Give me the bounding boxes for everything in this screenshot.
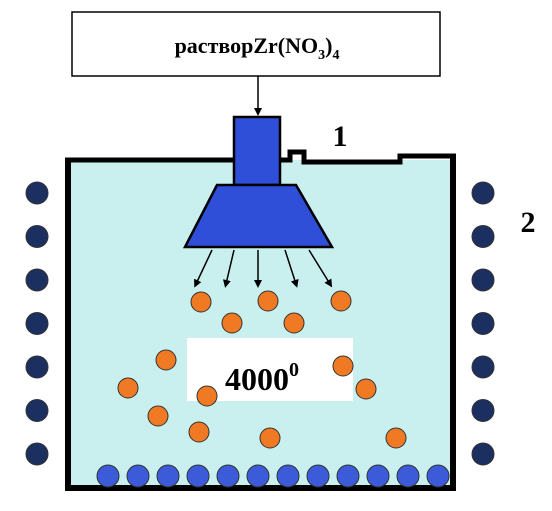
- droplet-icon: [283, 312, 305, 334]
- heater-coil-icon: [25, 181, 49, 205]
- droplet-icon: [221, 312, 243, 334]
- droplet-icon: [257, 290, 279, 312]
- droplet-icon: [259, 427, 281, 449]
- droplet-icon: [330, 290, 352, 312]
- heater-number-label: 2: [521, 206, 536, 239]
- droplet-icon: [188, 421, 210, 443]
- solution-label-box: растворZr(NO3)4: [71, 11, 441, 77]
- droplets: [117, 290, 407, 449]
- heater-coil-icon: [25, 225, 49, 248]
- particle-icon: [156, 464, 180, 488]
- spray-arrow-icon: [284, 249, 299, 288]
- spray-arrow-icon: [308, 249, 333, 288]
- solution-formula: Zr(NO: [253, 33, 318, 58]
- solution-box-frame: [71, 11, 441, 77]
- heater-coil-icon: [471, 355, 495, 379]
- spray-arrows: [194, 249, 333, 288]
- heater-coil-icon: [25, 442, 49, 466]
- heater-coil-icon: [25, 312, 49, 335]
- nozzle-stem: [232, 115, 282, 187]
- heater-coil-icon: [471, 181, 495, 205]
- formula-close-paren: ): [325, 33, 332, 58]
- heater-coil-icon: [471, 225, 495, 248]
- heater-left: [25, 181, 49, 466]
- solution-label: растворZr(NO3)4: [175, 33, 340, 63]
- particle-icon: [246, 464, 270, 488]
- temperature-value: 4000: [225, 361, 289, 397]
- particle-icon: [126, 464, 150, 488]
- heater-coil-icon: [471, 442, 495, 466]
- particle-icon: [306, 464, 330, 488]
- vessel-number-label: 1: [333, 120, 348, 153]
- spray-nozzle: [182, 115, 335, 249]
- droplet-icon: [385, 427, 407, 449]
- particle-icon: [186, 464, 210, 488]
- droplet-icon: [190, 291, 212, 313]
- spray-arrow-icon: [194, 249, 213, 288]
- droplet-icon: [196, 385, 218, 407]
- droplet-icon: [332, 355, 354, 377]
- particle-icon: [426, 464, 450, 488]
- deposited-particles: [96, 464, 450, 488]
- solution-prefix: раствор: [175, 33, 254, 58]
- nitrate-subscript: 3: [318, 48, 325, 63]
- temperature-degree: 0: [289, 359, 299, 381]
- droplet-icon: [147, 405, 169, 427]
- heater-coil-icon: [25, 399, 49, 422]
- vessel-lid: [65, 149, 456, 165]
- particle-icon: [216, 464, 240, 488]
- particle-icon: [96, 464, 120, 488]
- zirconium-subscript: 4: [332, 48, 339, 63]
- particle-icon: [336, 464, 360, 488]
- heater-coil-icon: [25, 355, 49, 379]
- nozzle-cone: [182, 183, 335, 249]
- temperature-label: 40000: [225, 359, 299, 397]
- heater-coil-icon: [471, 312, 495, 335]
- heater-right: [471, 181, 495, 466]
- spray-arrow-icon: [223, 249, 235, 288]
- particle-icon: [366, 464, 390, 488]
- particle-icon: [396, 464, 420, 488]
- heater-coil-icon: [471, 399, 495, 422]
- heater-coil-icon: [471, 268, 495, 292]
- droplet-icon: [355, 378, 377, 400]
- particle-icon: [276, 464, 300, 488]
- heater-coil-icon: [25, 268, 49, 292]
- droplet-icon: [155, 349, 177, 371]
- droplet-icon: [117, 377, 139, 399]
